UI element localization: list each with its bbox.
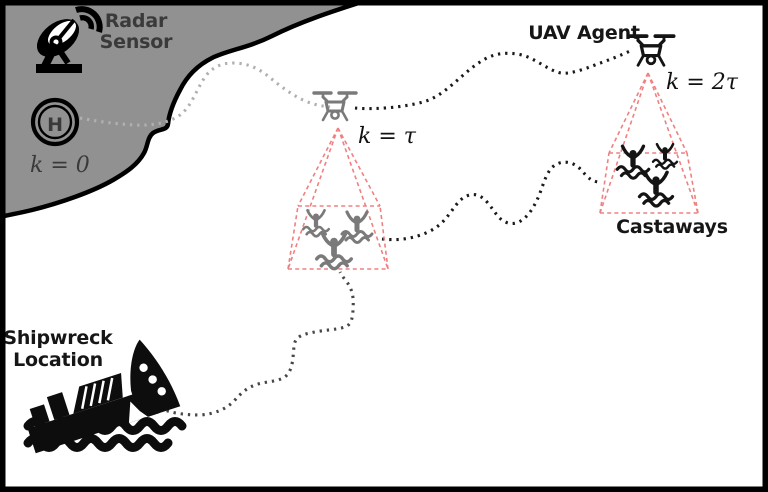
time-label-k-tau: k = τ (358, 124, 417, 149)
castaway-swimmer-icon (640, 172, 673, 206)
castaway-swimmer-icon (653, 144, 677, 168)
sensing-cone-k-tau (287, 127, 389, 270)
sea-wave-line (23, 434, 173, 452)
sea-wave-line (23, 417, 187, 435)
ship-funnel-large (46, 392, 70, 420)
ship-porthole (139, 363, 148, 372)
radar-wave-outer (75, 6, 103, 33)
cone-base (287, 205, 389, 270)
cone-edges (287, 127, 389, 270)
radar-pivot-hole (53, 39, 59, 45)
shipwreck-label-line2: Location (13, 349, 103, 371)
shipwreck-icon (23, 339, 187, 454)
helipad-icon: H (30, 97, 80, 147)
uav-drone-icon-k-tau (312, 91, 358, 122)
radar-leg (55, 46, 71, 65)
traveled-path-uav-tau-to-2tau (354, 49, 631, 111)
ship-porthole (157, 387, 166, 396)
ship-hull-crack (128, 401, 148, 423)
path-shipwreck-to-search-area (159, 271, 355, 417)
castaway-swimmer-icon (303, 210, 329, 236)
uav-agent-label: UAV Agent (528, 22, 640, 44)
helipad-letter: H (47, 114, 63, 136)
shipwreck-label-line1: Shipwreck (3, 327, 113, 349)
time-label-k0: k = 0 (30, 153, 90, 178)
detected-castaways-group-k-tau (303, 210, 372, 268)
ship-porthole (148, 375, 157, 384)
helipad-outer-ring (30, 97, 80, 147)
ship-roof-hatching (80, 377, 114, 409)
radar-sensor-label-line2: Sensor (100, 31, 173, 53)
castaway-swimmer-icon (342, 212, 372, 243)
time-label-k-2tau: k = 2τ (666, 70, 739, 95)
castaways-label: Castaways (616, 216, 728, 238)
radar-sensor-label-line1: Radar (105, 10, 168, 32)
cone-base (599, 152, 699, 214)
planned-path-helipad-to-uav (79, 61, 331, 127)
radar-base (36, 64, 82, 73)
radar-mast (41, 42, 60, 68)
traveled-path-searcharea-to-castaways (381, 160, 599, 242)
landmass (0, 0, 369, 220)
helipad-inner-ring (37, 104, 73, 140)
radar-sensor-icon (36, 6, 103, 73)
radar-wave-inner (79, 14, 95, 30)
